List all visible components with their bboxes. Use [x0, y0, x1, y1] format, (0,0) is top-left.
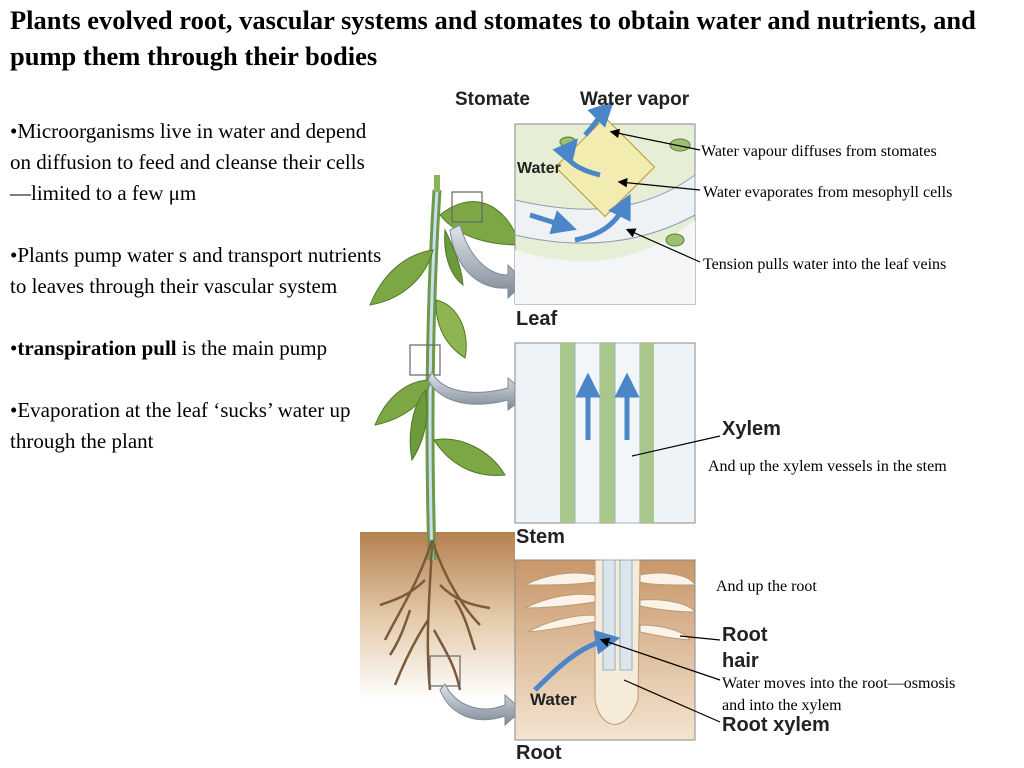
annotation-osmosis-line2: and into the xylem	[722, 697, 842, 714]
stem-zoom-arrow	[427, 370, 529, 411]
annotation-pointers	[599, 128, 721, 723]
bullet-list: •Microorganisms live in water and depend…	[10, 116, 382, 488]
stem-label: Stem	[516, 526, 565, 548]
slide-title: Plants evolved root, vascular systems an…	[10, 5, 976, 71]
plant-leaves	[369, 201, 521, 476]
root-label: Root	[516, 742, 562, 764]
bullet-evaporation: •Evaporation at the leaf ‘sucks’ water u…	[10, 398, 351, 453]
stomate-label: Stomate	[455, 89, 530, 110]
transpiration-pull-term: transpiration pull	[17, 336, 177, 360]
leaf-panel	[514, 101, 696, 305]
water-vapor-label: Water vapor	[580, 89, 690, 110]
stem-panel	[514, 342, 696, 524]
root-hair-label-line2: hair	[722, 650, 759, 672]
bullet-mark: •	[10, 336, 18, 360]
leaf-label: Leaf	[516, 308, 558, 330]
root-water-label: Water	[530, 690, 577, 709]
annotation-evaporates: Water evaporates from mesophyll cells	[703, 184, 953, 201]
root-panel	[514, 559, 696, 741]
leaf-zoom-arrow	[449, 224, 526, 300]
annotation-tension: Tension pulls water into the leaf veins	[703, 256, 947, 273]
bullet-transpiration-pull: •transpiration pull is the main pump	[10, 333, 382, 364]
bullet-microorganisms: •Microorganisms live in water and depend…	[10, 119, 367, 205]
annotation-xylem-stem: And up the xylem vessels in the stem	[708, 458, 947, 475]
root-hair-label-line1: Root	[722, 624, 768, 646]
annotation-osmosis-line1: Water moves into the root—osmosis	[722, 675, 956, 692]
leaf-water-label: Water	[517, 160, 561, 177]
annotation-up-root: And up the root	[716, 578, 817, 595]
root-zoom-arrow	[439, 683, 523, 727]
annotation-vapour-diffuses: Water vapour diffuses from stomates	[701, 143, 937, 160]
soil	[360, 532, 515, 700]
stem-focus-box	[409, 344, 441, 376]
root-xylem-label: Root xylem	[722, 714, 830, 736]
bullet-plants-pump: •Plants pump water s and transport nutri…	[10, 243, 382, 298]
bullet-rest: is the main pump	[176, 336, 328, 360]
xylem-label: Xylem	[722, 418, 781, 440]
plant	[379, 175, 491, 691]
leaf-focus-box	[451, 191, 483, 223]
